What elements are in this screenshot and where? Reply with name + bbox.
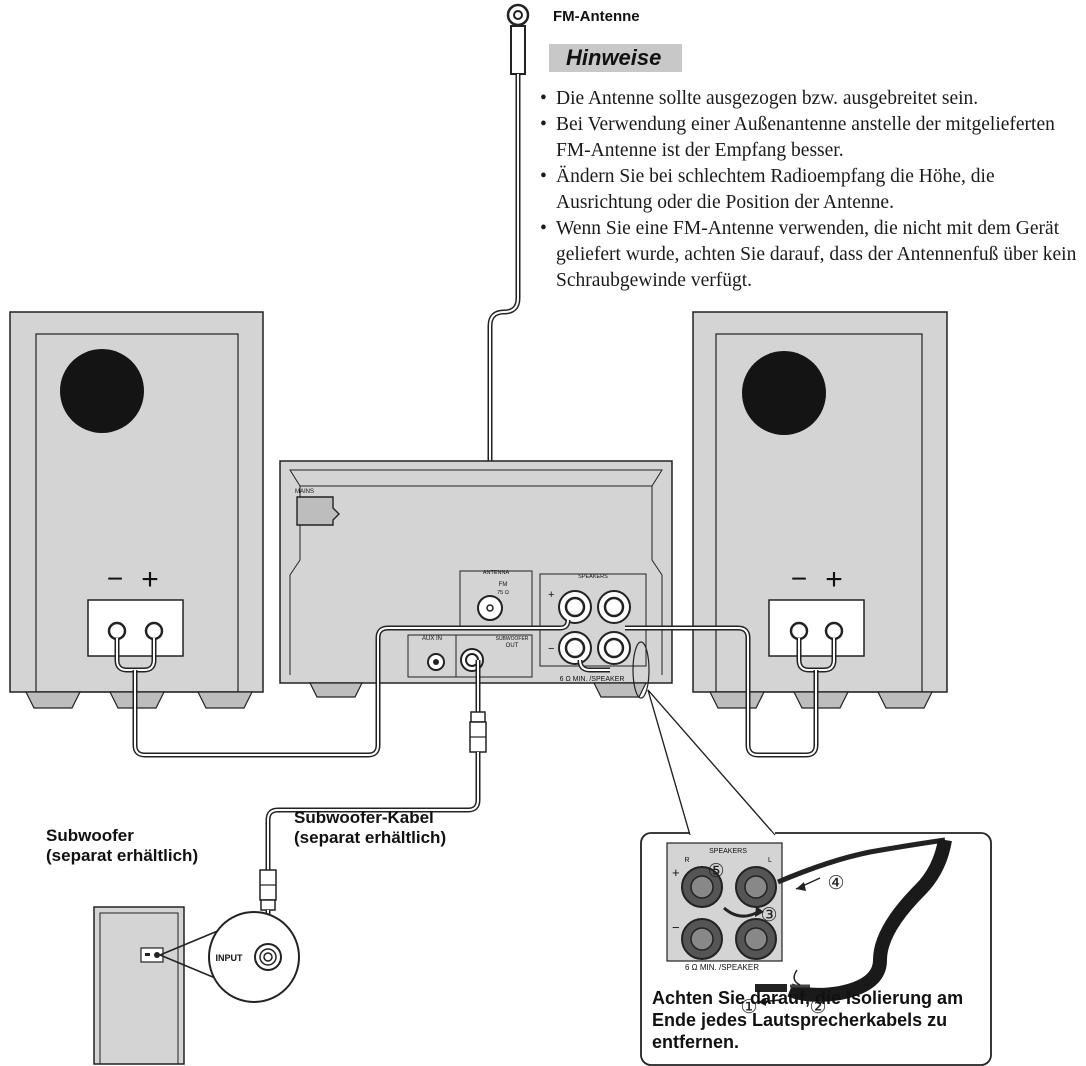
step-3: ③ [760,904,777,926]
speaker-cables [114,619,837,758]
subwoofer-cable-label-1: Subwoofer-Kabel [294,808,434,827]
right-woofer [742,351,826,435]
step-5: ⑤ [707,860,724,882]
unit-minus: − [548,643,554,655]
mains-label: MAINS [295,489,314,495]
main-unit: MAINS ANTENNA FM 75 Ω SPEAKERS + − 6 Ω M… [279,460,673,698]
ohm-label-unit: 75 Ω [497,590,509,596]
detail-warning: Achten Sie darauf, die Isolierung am End… [652,988,964,1052]
note-item: Bei Verwendung einer Außenantenne anstel… [540,112,1085,164]
unit-speakers-min: 6 Ω MIN. /SPEAKER [560,676,625,683]
note-item: Die Antenne sollte ausgezogen bzw. ausge… [540,86,1085,112]
detail-minus: − [672,920,680,935]
subwoofer-out-label-2: OUT [506,643,519,649]
step-4: ④ [827,872,844,894]
right-speaker-minus: − [791,563,807,594]
subwoofer-out-label-1: SUBWOOFER [496,636,529,642]
note-item: Wenn Sie eine FM-Antenne verwenden, die … [540,216,1085,294]
speaker-terminal-detail: SPEAKERS R L + − 6 Ω MIN. /SPEAKER ① ② ③… [632,641,992,1066]
detail-r: R [684,857,689,864]
left-woofer [60,349,144,433]
right-speaker-plus: + [825,563,843,596]
step-2: ② [809,996,826,1018]
notes-list: Die Antenne sollte ausgezogen bzw. ausge… [540,86,1085,294]
fm-antenna [487,3,530,600]
mains-socket [296,496,340,526]
subwoofer-input-label: INPUT [216,953,244,963]
subwoofer-label-1: Subwoofer [46,826,134,845]
detail-speakers-label: SPEAKERS [709,848,747,855]
right-speaker: − + [692,311,948,709]
notes-heading-box [549,44,682,72]
subwoofer-cable-label-2: (separat erhältlich) [294,828,447,847]
detail-l: L [768,857,772,864]
unit-plus: + [548,589,554,601]
subwoofer-unit: INPUT [93,906,300,1065]
left-speaker-minus: − [107,563,123,594]
unit-speakers-label: SPEAKERS [578,574,608,580]
note-item: Ändern Sie bei schlechtem Radioempfang d… [540,164,1085,216]
subwoofer-cable [259,660,487,930]
notes-heading: Hinweise [566,45,662,70]
left-speaker-plus: + [141,563,159,596]
step-1: ① [740,996,757,1018]
aux-in-label: AUX IN [422,636,442,642]
subwoofer-label-2: (separat erhältlich) [46,846,199,865]
fm-label-unit: FM [499,582,508,588]
left-speaker: − + [9,311,264,709]
detail-plus: + [672,865,680,880]
fm-antenna-title: FM-Antenne [553,8,640,25]
antenna-panel-label: ANTENNA [483,570,510,576]
detail-speakers-min: 6 Ω MIN. /SPEAKER [685,963,759,972]
